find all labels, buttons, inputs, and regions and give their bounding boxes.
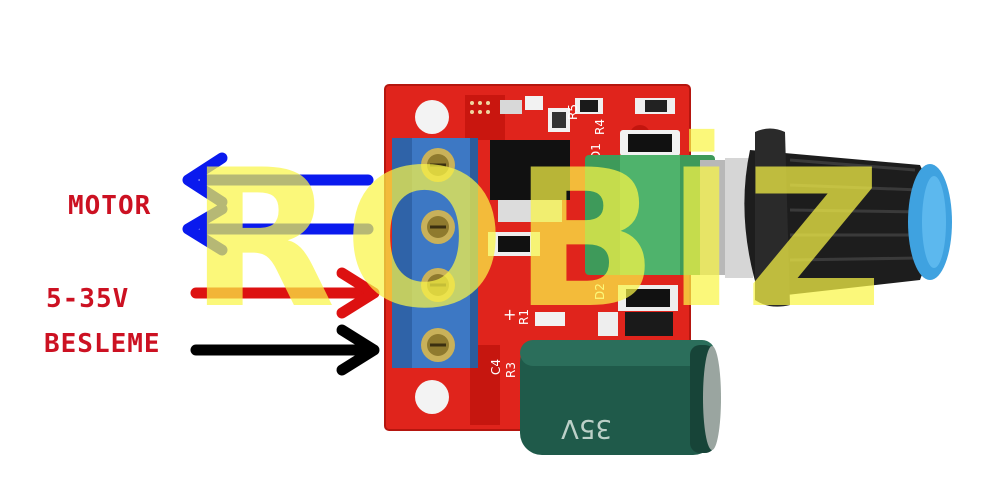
silkscreen-c4: C4	[489, 359, 503, 375]
mosfet-chip	[490, 140, 570, 200]
silkscreen-labels: D1 R4 R5 D2 R1 C4 R3 +	[489, 104, 607, 378]
terminal-screw	[421, 268, 455, 302]
mounting-hole	[415, 100, 449, 134]
terminal-block	[392, 138, 478, 368]
arrow-motor-out-2	[182, 203, 374, 256]
knob	[744, 128, 952, 307]
arrow-motor-out-1	[182, 152, 374, 208]
electrolytic-capacitor: 35V	[520, 340, 721, 455]
silkscreen-r4: R4	[593, 119, 607, 135]
potentiometer	[585, 155, 753, 278]
supply-label: BESLEME	[44, 329, 161, 359]
silkscreen-r1: R1	[517, 309, 531, 325]
terminal-screw	[421, 148, 455, 182]
terminal-screw	[421, 210, 455, 244]
terminal-screw	[421, 328, 455, 362]
silkscreen-d2: D2	[593, 283, 607, 300]
silkscreen-plus: +	[503, 305, 516, 324]
arrow-supply-negative	[190, 324, 380, 376]
voltage-label: 5-35V	[46, 284, 130, 314]
motor-label: MOTOR	[68, 191, 152, 221]
capacitor-marking: 35V	[561, 413, 612, 443]
silkscreen-r5: R5	[566, 104, 580, 120]
mounting-hole	[415, 380, 449, 414]
silkscreen-r3: R3	[504, 362, 518, 378]
arrow-supply-positive	[190, 267, 380, 319]
